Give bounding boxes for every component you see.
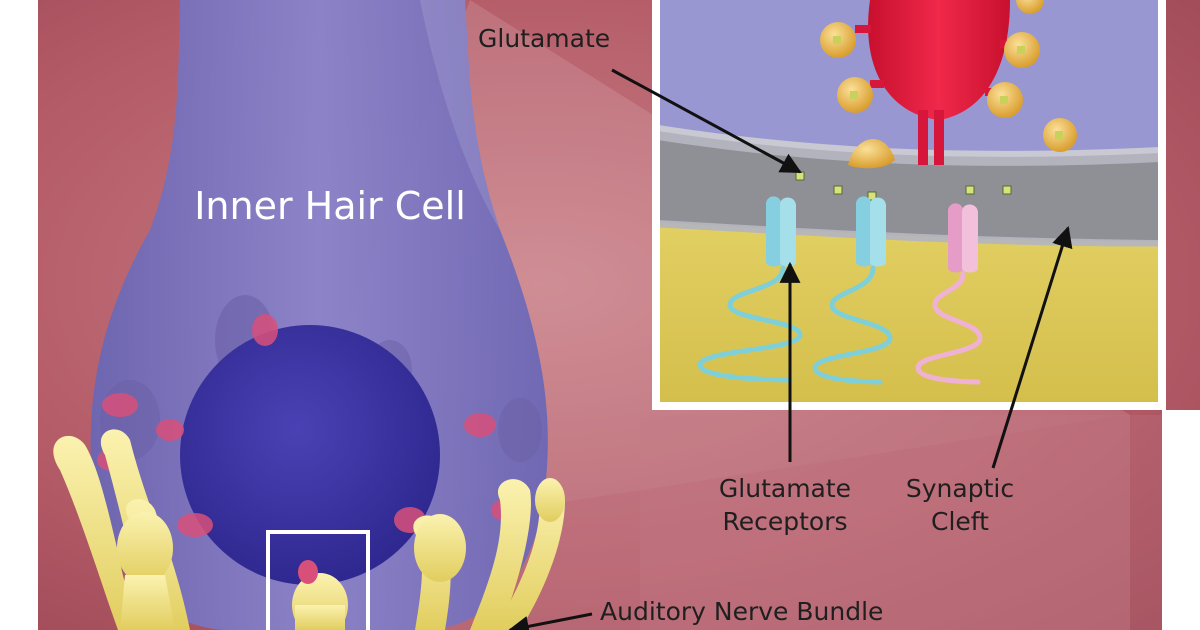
glutamate-arrow: [611, 68, 802, 174]
organelle: [498, 398, 542, 462]
left-border: [0, 0, 38, 630]
receptor-pink: [947, 203, 978, 273]
ribbon-anchor: [934, 110, 944, 165]
nerve-arrow: [507, 612, 593, 630]
glutamate-receptors-label: Glutamate Receptors: [718, 474, 852, 536]
inner-hair-cell-label: Inner Hair Cell: [194, 184, 466, 228]
inset-frame: [652, 0, 1166, 410]
receptor-blue-2: [855, 196, 886, 267]
inset-panel: [658, 0, 1160, 402]
ribbon-anchor: [918, 110, 928, 165]
synaptic-ribbon: [868, 0, 1010, 120]
hair-cell-highlight: [420, 0, 500, 230]
glutamate-label: Glutamate: [478, 24, 611, 53]
nerve-endings: [53, 429, 565, 630]
receptor-tail-pink: [915, 271, 983, 385]
vesicle-contents: [833, 36, 1063, 139]
cleft-arrow: [991, 225, 1073, 469]
receptor-tail-blue-2: [812, 265, 893, 385]
receptor-tail-blue-1: [697, 265, 803, 383]
receptor-blue-1: [765, 196, 796, 267]
glutamate-molecules: [795, 171, 1012, 201]
right-border: [1162, 410, 1200, 630]
fusing-vesicle: [848, 139, 895, 169]
synaptic-cleft-label: Synaptic Cleft: [905, 474, 1015, 536]
nucleus: [180, 325, 440, 585]
zoom-box: [266, 530, 370, 630]
auditory-nerve-bundle-label: Auditory Nerve Bundle: [600, 597, 884, 626]
zoom-box-ribbon: [298, 560, 318, 584]
zoom-cone-lower: [368, 415, 1130, 630]
cell-ribbons: [97, 314, 519, 537]
label-area-shade: [640, 415, 1162, 630]
